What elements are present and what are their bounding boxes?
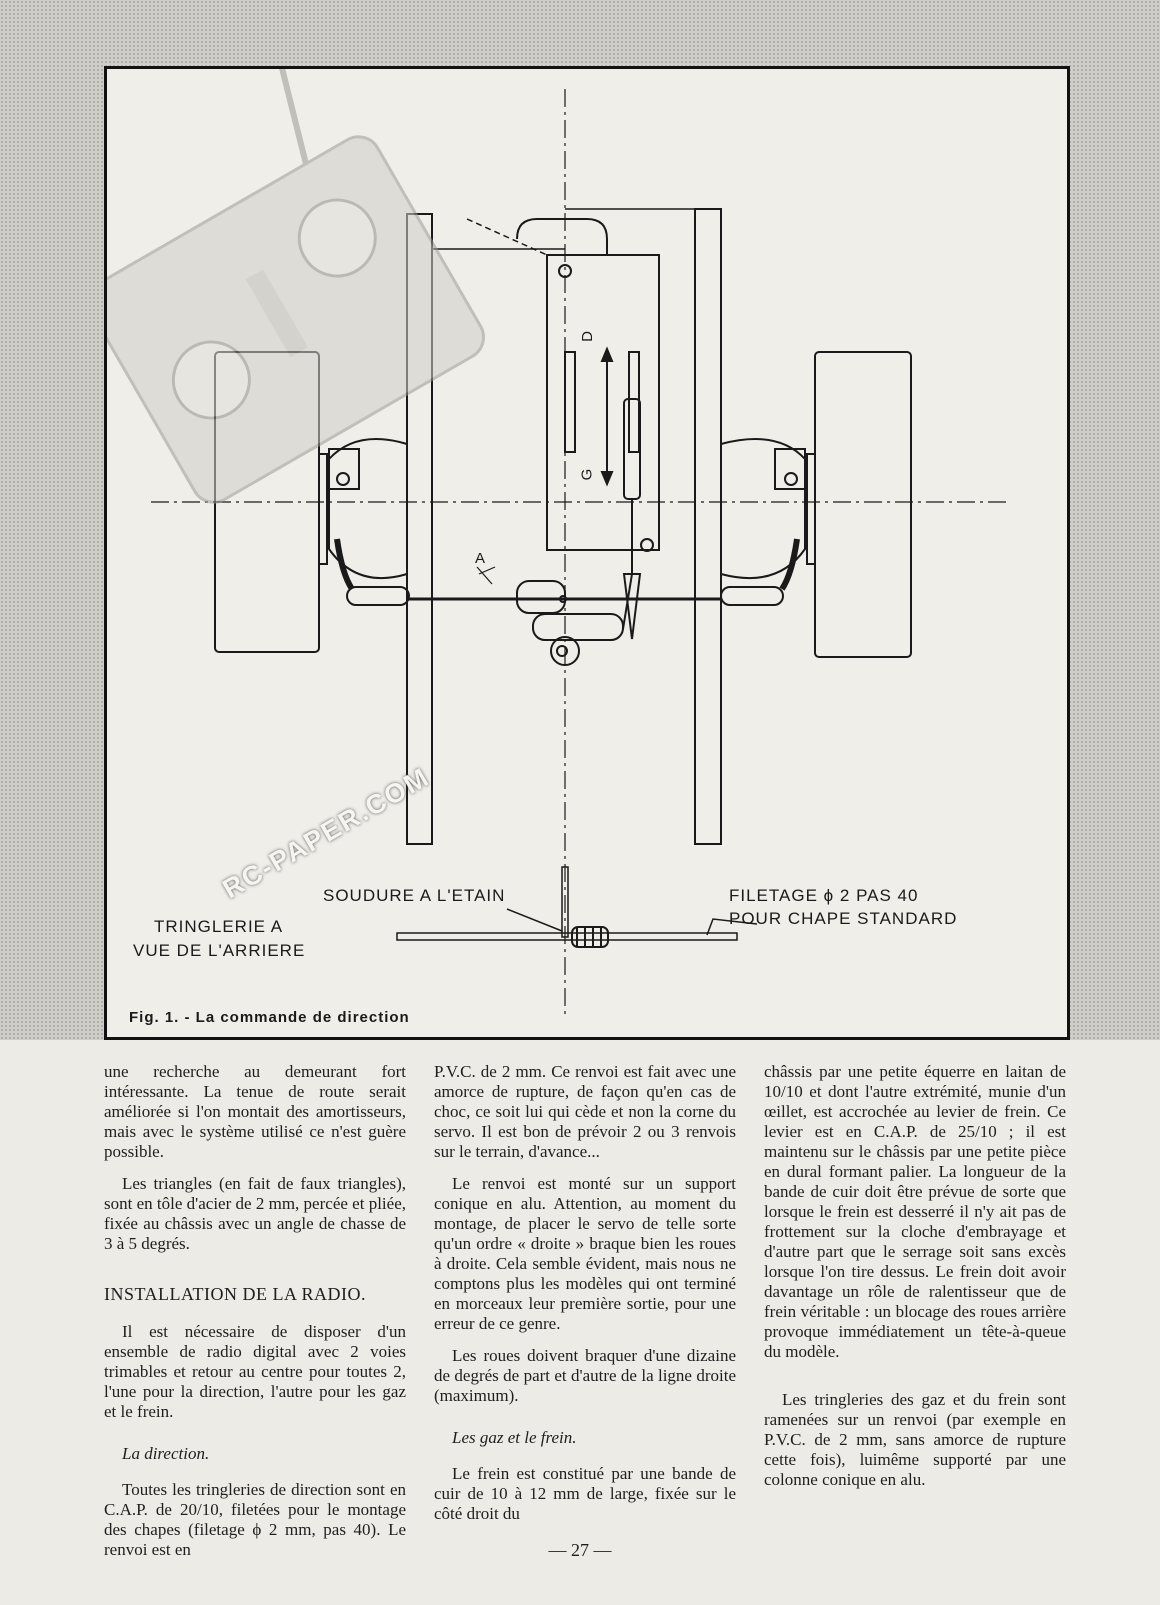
paragraph: Il est nécessaire de disposer d'un ensem…	[104, 1322, 406, 1421]
servo-slot-left	[564, 351, 576, 453]
paragraph: Le renvoi est monté sur un support coniq…	[434, 1174, 736, 1333]
direction-label-d: D	[578, 330, 596, 342]
label-tringlerie-1: TRINGLERIE A	[154, 917, 284, 936]
dimension-label-a: A	[475, 550, 487, 567]
paragraph: Le frein est constitué par une bande de …	[434, 1464, 736, 1523]
subheading: Les gaz et le frein.	[452, 1428, 577, 1447]
paragraph: Toutes les tringleries de direction sont…	[104, 1480, 406, 1559]
label-soudure: SOUDURE A L'ETAIN	[323, 886, 506, 905]
direction-label-g: G	[578, 467, 596, 481]
text-column-1: une recherche au demeurant fort intéress…	[104, 1062, 406, 1572]
chassis-rail-right	[694, 208, 722, 845]
paragraph: Les triangles (en fait de faux triangles…	[104, 1174, 406, 1253]
paragraph: P.V.C. de 2 mm. Ce renvoi est fait avec …	[434, 1062, 736, 1161]
section-heading: INSTALLATION DE LA RADIO.	[104, 1284, 367, 1304]
subheading: La direction.	[122, 1444, 210, 1463]
watermark	[107, 69, 485, 504]
text-column-3: châssis par une petite équerre en laitan…	[764, 1062, 1066, 1502]
servo-slot-right	[628, 351, 640, 453]
paragraph: Les tringleries des gaz et du frein sont…	[764, 1390, 1066, 1489]
figure-caption: Fig. 1. - La commande de direction	[129, 1009, 410, 1026]
page-number: — 27 —	[548, 1540, 612, 1560]
label-filetage-2: POUR CHAPE STANDARD	[729, 909, 958, 928]
text-column-2: P.V.C. de 2 mm. Ce renvoi est fait avec …	[434, 1062, 736, 1536]
figure-1: D G A RC-PAPER.COM SOUDURE A L'ETAIN FIL…	[104, 66, 1070, 1040]
servo-body	[546, 254, 660, 551]
paragraph: une recherche au demeurant fort intéress…	[104, 1062, 406, 1161]
steering-diagram	[107, 69, 1007, 1019]
paragraph: châssis par une petite équerre en laitan…	[764, 1062, 1066, 1361]
label-tringlerie-2: VUE DE L'ARRIERE	[133, 941, 306, 960]
label-filetage-1: FILETAGE ϕ 2 PAS 40	[729, 886, 919, 905]
wheel-right	[814, 351, 912, 658]
paragraph: Les roues doivent braquer d'une dizaine …	[434, 1346, 736, 1405]
